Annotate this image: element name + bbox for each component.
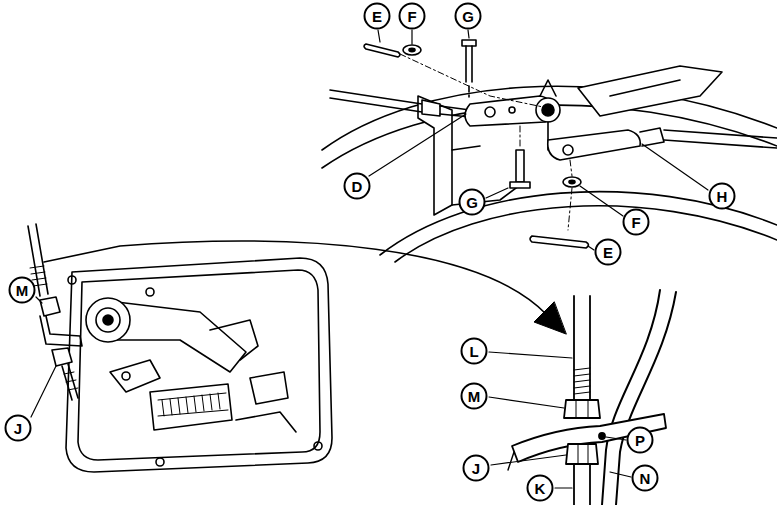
callout-text-holder: N [631, 464, 659, 486]
callout-circle: P [626, 426, 654, 454]
callout-text-holder: J [4, 414, 32, 436]
callout-text-holder: E [594, 238, 622, 260]
callout-text-holder: G [454, 2, 482, 24]
callout-text-holder: J [462, 454, 490, 476]
control-linkage [322, 40, 777, 262]
callout-text-holder: F [622, 208, 650, 230]
callout-text-holder: M [8, 276, 36, 298]
callout-circle: M [8, 276, 36, 304]
callout-circle: J [462, 454, 490, 482]
callout-circle: K [526, 474, 554, 502]
callout-letter: G [454, 9, 482, 24]
callout-letter: J [462, 461, 490, 476]
callout-letter: K [526, 481, 554, 496]
callout-text-holder: M [460, 382, 488, 404]
callout-letter: N [631, 471, 659, 486]
callout-circle: G [458, 188, 486, 216]
callout-text-holder: P [626, 426, 654, 448]
rod-detail [508, 290, 676, 505]
callout-letter: F [622, 215, 650, 230]
callout-text-holder: H [708, 182, 736, 204]
callout-text-holder: D [343, 172, 371, 194]
callout-text-holder: L [460, 337, 488, 359]
callout-letter: G [458, 195, 486, 210]
view-arrow [44, 241, 566, 334]
callout-letter: F [398, 9, 426, 24]
housing-view [28, 224, 332, 472]
callout-letter: M [8, 283, 36, 298]
callout-letter: J [4, 421, 32, 436]
callout-letter: D [343, 179, 371, 194]
callout-letter: P [626, 433, 654, 448]
callout-letter: H [708, 189, 736, 204]
leader-lines [31, 30, 708, 488]
callout-letter: L [460, 344, 488, 359]
callout-letter: E [594, 245, 622, 260]
callout-circle: L [460, 337, 488, 365]
callout-circle: F [622, 208, 650, 236]
callout-text-holder: G [458, 188, 486, 210]
callout-circle: D [343, 172, 371, 200]
callout-circle: M [460, 382, 488, 410]
callout-circle: F [398, 2, 426, 30]
callout-circle: N [631, 464, 659, 492]
callout-circle: G [454, 2, 482, 30]
callout-circle: J [4, 414, 32, 442]
callout-circle: H [708, 182, 736, 210]
callout-letter: E [363, 9, 391, 24]
callout-text-holder: K [526, 474, 554, 496]
callout-circle: E [363, 2, 391, 30]
callout-circle: E [594, 238, 622, 266]
callout-text-holder: F [398, 2, 426, 24]
callout-text-holder: E [363, 2, 391, 24]
callout-letter: M [460, 389, 488, 404]
